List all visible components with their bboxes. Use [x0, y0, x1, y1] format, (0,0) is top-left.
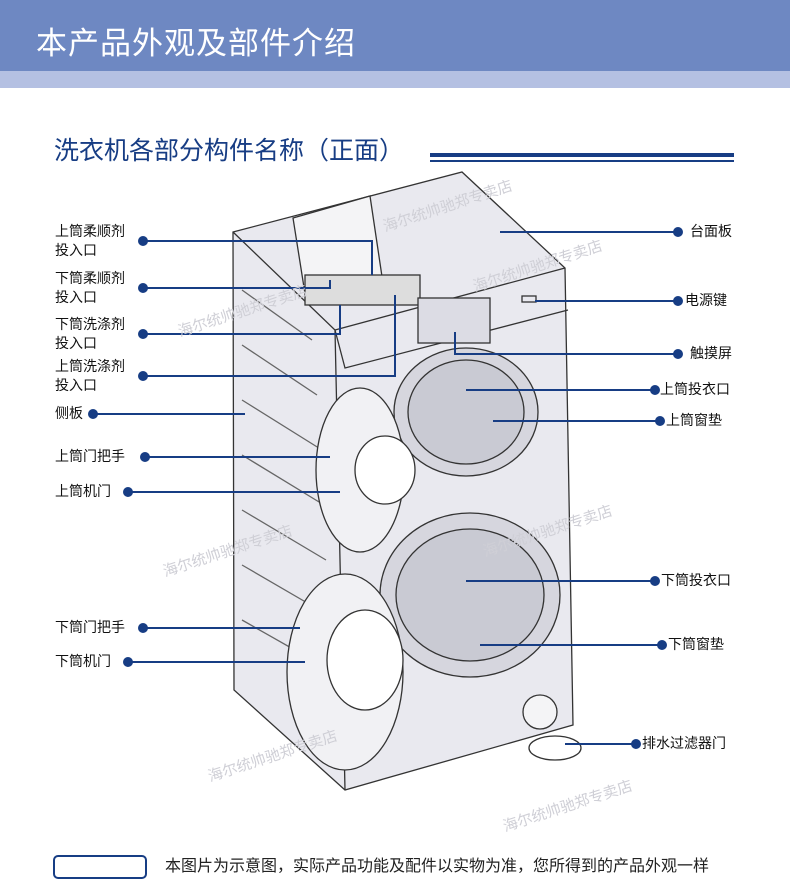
label-upper-door-handle: 上筒门把手: [55, 449, 125, 465]
label-lower-detergent-inlet: 下筒洗涤剂投入口: [55, 317, 125, 352]
label-touch-screen: 触摸屏: [690, 346, 732, 362]
title-rule: [430, 153, 734, 157]
title-rule-thin: [430, 160, 734, 162]
label-lower-softener-inlet: 下筒柔顺剂投入口: [55, 271, 125, 306]
label-top-panel: 台面板: [690, 224, 732, 240]
label-upper-detergent-inlet: 上筒洗涤剂投入口: [55, 359, 125, 394]
label-lower-door-handle: 下筒门把手: [55, 620, 125, 636]
note-badge: [53, 855, 147, 879]
header-banner: [0, 0, 790, 71]
label-lower-door-seal: 下筒窗垫: [668, 637, 724, 653]
label-side-panel: 侧板: [55, 406, 83, 422]
label-upper-door: 上筒机门: [55, 484, 111, 500]
label-upper-softener-inlet: 上筒柔顺剂投入口: [55, 224, 125, 259]
note-text: 本图片为示意图，实际产品功能及配件以实物为准，您所得到的产品外观一样: [165, 856, 710, 875]
washer-illustration: [88, 171, 683, 791]
label-power-button: 电源键: [685, 293, 727, 309]
page-title: 本产品外观及部件介绍: [36, 26, 356, 62]
label-upper-loading-opening: 上筒投衣口: [660, 382, 730, 398]
label-upper-door-seal: 上筒窗垫: [666, 413, 722, 429]
label-lower-door: 下筒机门: [55, 654, 111, 670]
label-drain-filter-door: 排水过滤器门: [642, 736, 726, 752]
section-title: 洗衣机各部分构件名称（正面）: [54, 136, 405, 165]
header-band: [0, 71, 790, 88]
label-lower-loading-opening: 下筒投衣口: [661, 573, 731, 589]
